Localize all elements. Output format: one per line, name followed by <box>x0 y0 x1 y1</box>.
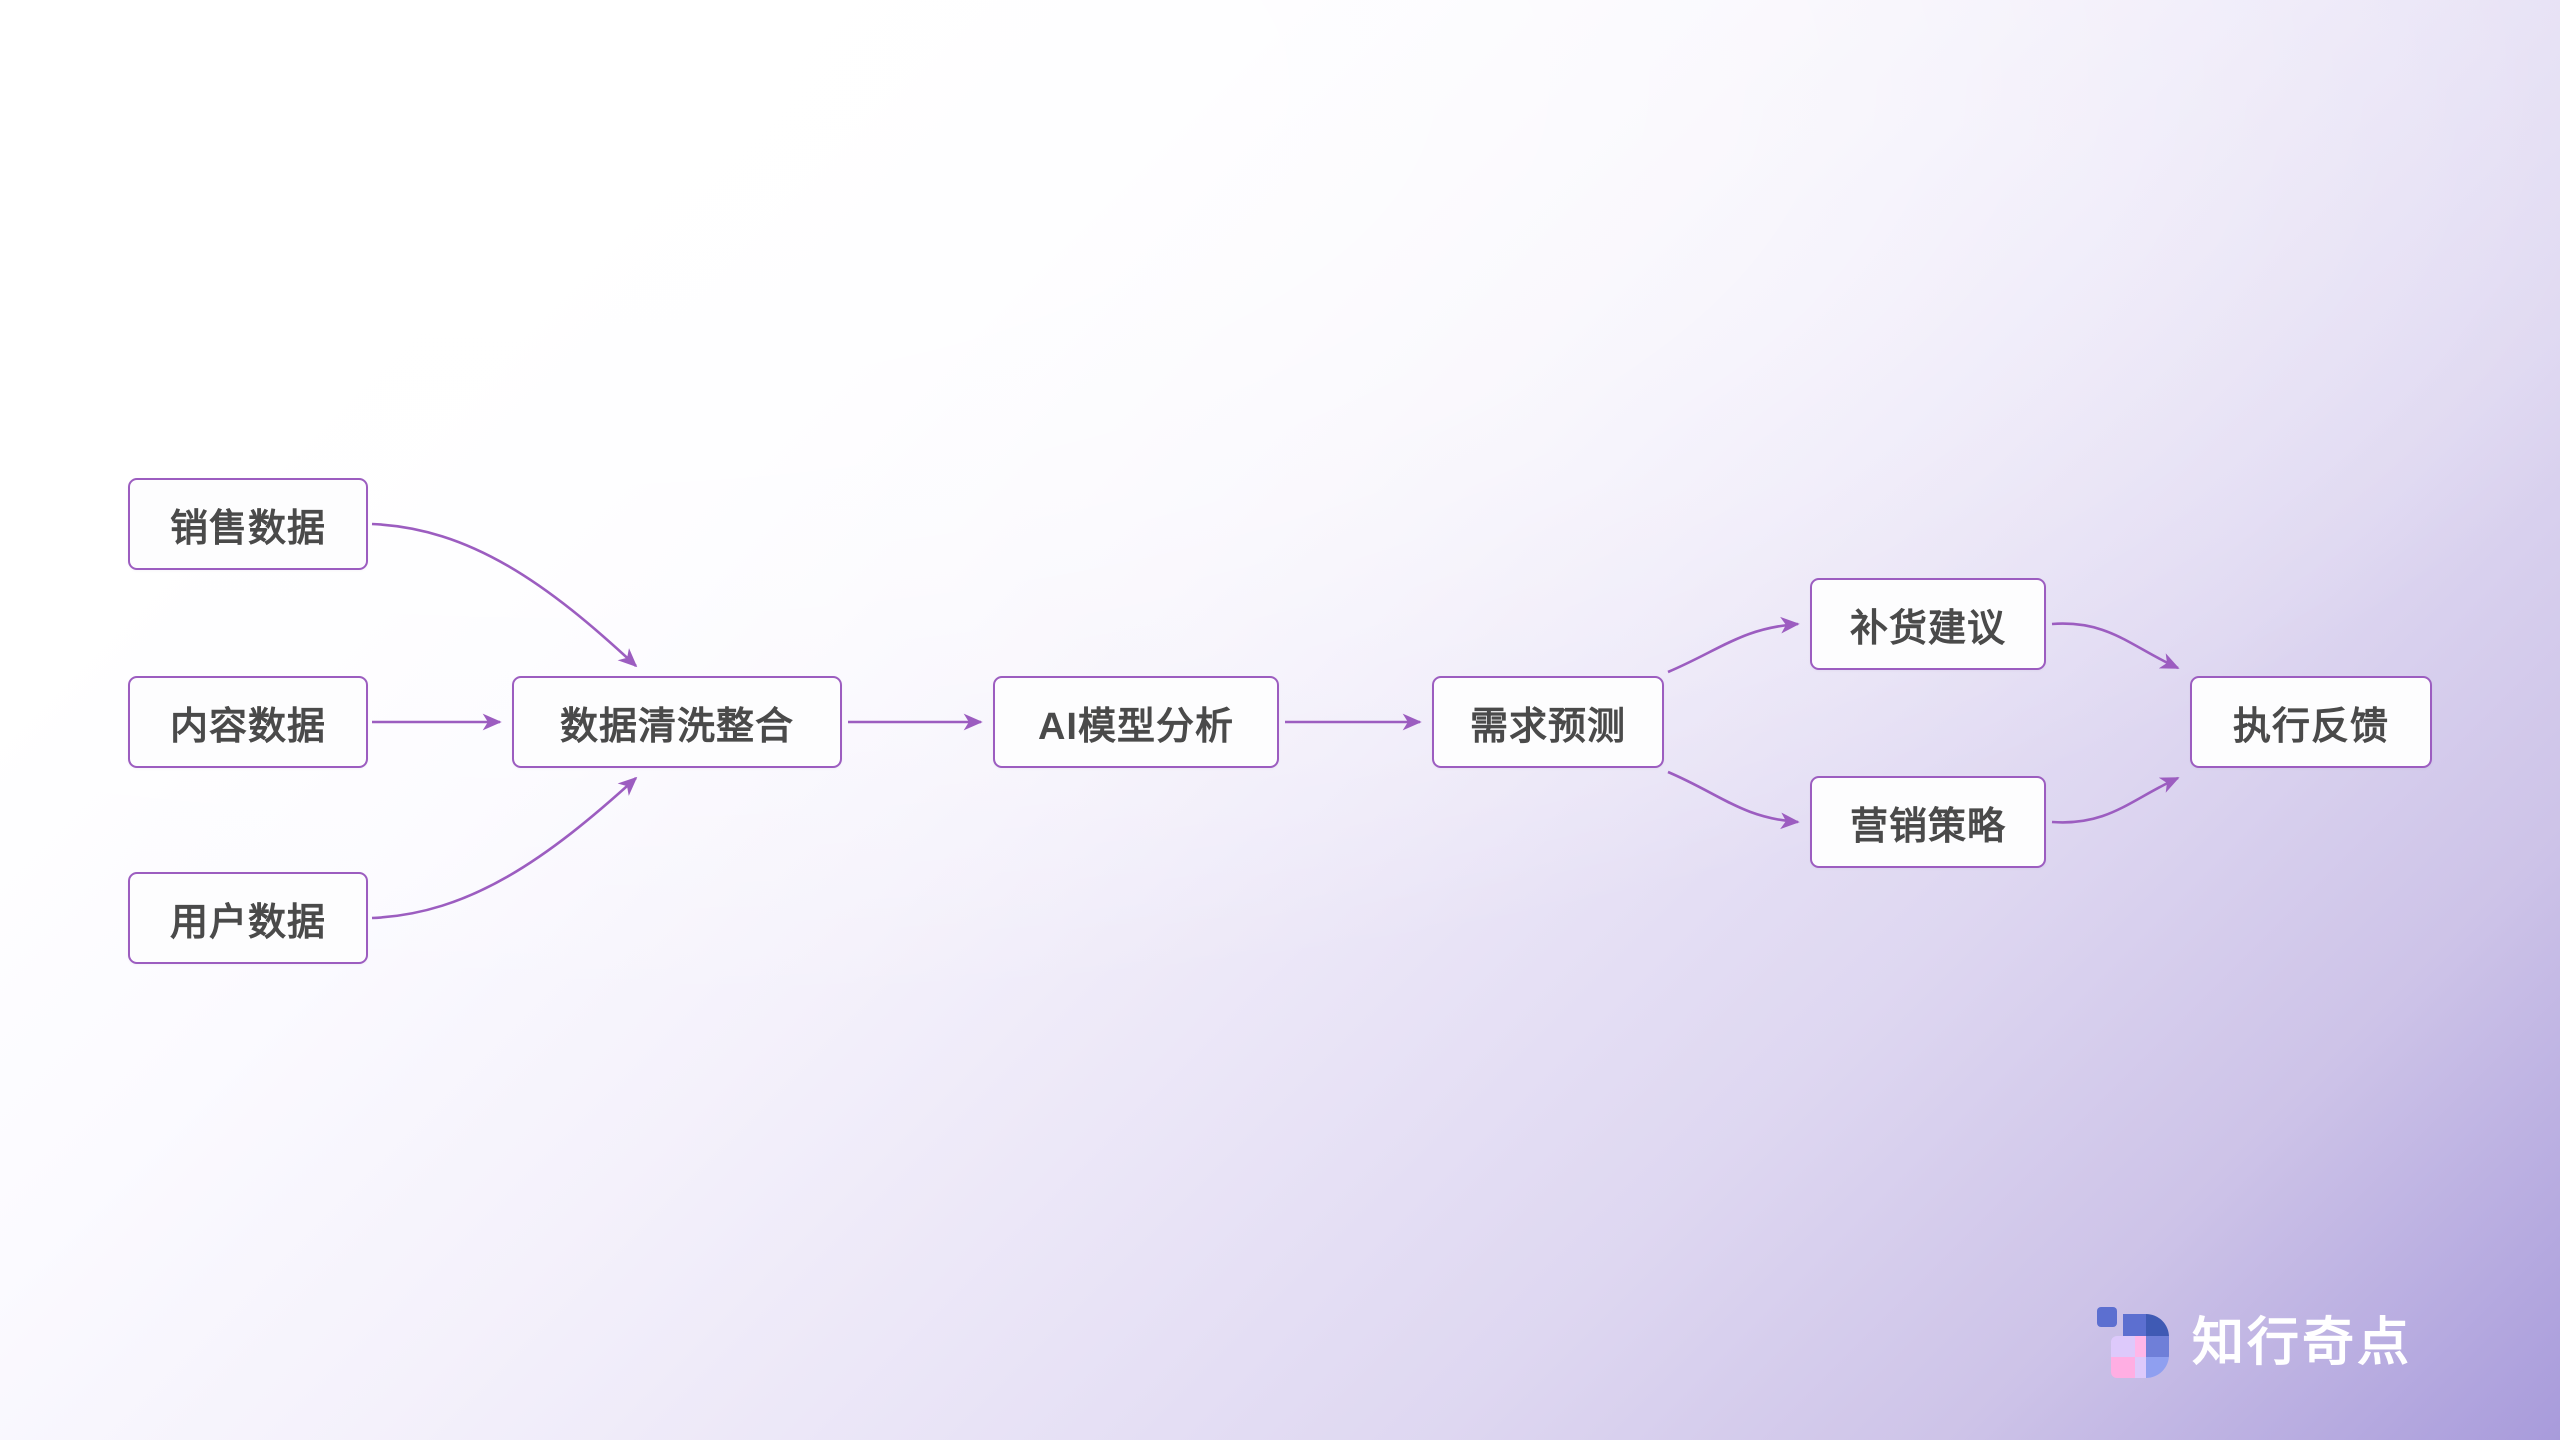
node-label: 数据清洗整合 <box>559 705 794 748</box>
edge-forecast-to-marketing <box>1667 770 1800 830</box>
node-label: 内容数据 <box>169 705 326 748</box>
node-user-data[interactable]: 用户数据 <box>128 872 368 964</box>
brand-name: 知行奇点 <box>2192 1314 2413 1372</box>
node-label: 需求预测 <box>1469 705 1626 748</box>
node-label: 补货建议 <box>1849 607 2006 650</box>
node-label: 销售数据 <box>169 507 326 550</box>
edge-forecast-to-restock <box>1667 616 1800 674</box>
node-data-cleaning-integration[interactable]: 数据清洗整合 <box>512 676 842 768</box>
node-label: 执行反馈 <box>2232 705 2389 748</box>
node-demand-forecast[interactable]: 需求预测 <box>1432 676 1664 768</box>
brand-logo-icon <box>2096 1306 2170 1380</box>
edge-sales-to-clean <box>371 522 638 668</box>
edge-marketing-to-feedback <box>2051 776 2180 824</box>
node-marketing-strategy[interactable]: 营销策略 <box>1810 776 2046 868</box>
node-restock-suggestion[interactable]: 补货建议 <box>1810 578 2046 670</box>
node-ai-model-analysis[interactable]: AI模型分析 <box>993 676 1279 768</box>
node-label: AI模型分析 <box>1037 705 1234 748</box>
node-content-data[interactable]: 内容数据 <box>128 676 368 768</box>
node-label: 用户数据 <box>169 901 326 944</box>
node-label: 营销策略 <box>1849 805 2006 848</box>
edge-restock-to-feedback <box>2051 622 2180 670</box>
node-execution-feedback[interactable]: 执行反馈 <box>2190 676 2432 768</box>
node-sales-data[interactable]: 销售数据 <box>128 478 368 570</box>
edge-user-to-clean <box>371 776 638 920</box>
watermark: 知行奇点 <box>2096 1306 2412 1380</box>
